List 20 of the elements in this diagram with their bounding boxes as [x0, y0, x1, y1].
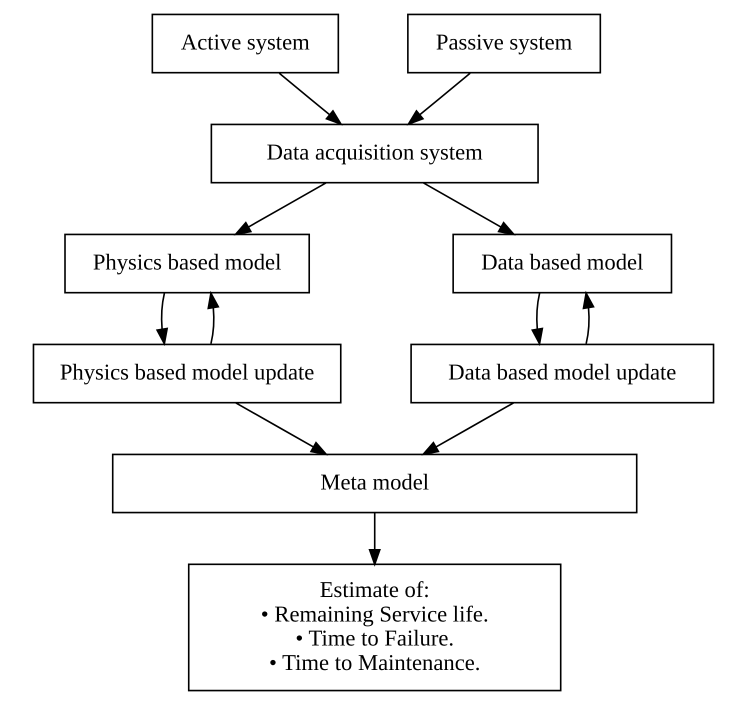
- node-box: Data based model update: [410, 344, 714, 404]
- arrow: [582, 290, 594, 344]
- arrow: [155, 293, 168, 346]
- arrow: [233, 182, 326, 236]
- node-box: Physics based model: [64, 234, 310, 294]
- arrow: [406, 72, 470, 126]
- arrow: [530, 293, 543, 346]
- node-box: Estimate of: • Remaining Service life. • Time to Failure. • Time to Maintenance.: [187, 564, 561, 692]
- node-box: Data based model: [452, 234, 672, 294]
- node-box: Active system: [151, 14, 339, 74]
- arrow: [206, 290, 220, 344]
- arrow: [420, 402, 514, 456]
- node-box: Data acquisition system: [210, 124, 538, 184]
- arrow: [368, 512, 380, 567]
- node-box: Passive system: [406, 14, 601, 74]
- arrow: [422, 182, 516, 236]
- arrow: [278, 72, 342, 126]
- node-box: Physics based model update: [32, 344, 342, 404]
- node-box: Meta model: [111, 454, 638, 514]
- arrow: [235, 402, 328, 456]
